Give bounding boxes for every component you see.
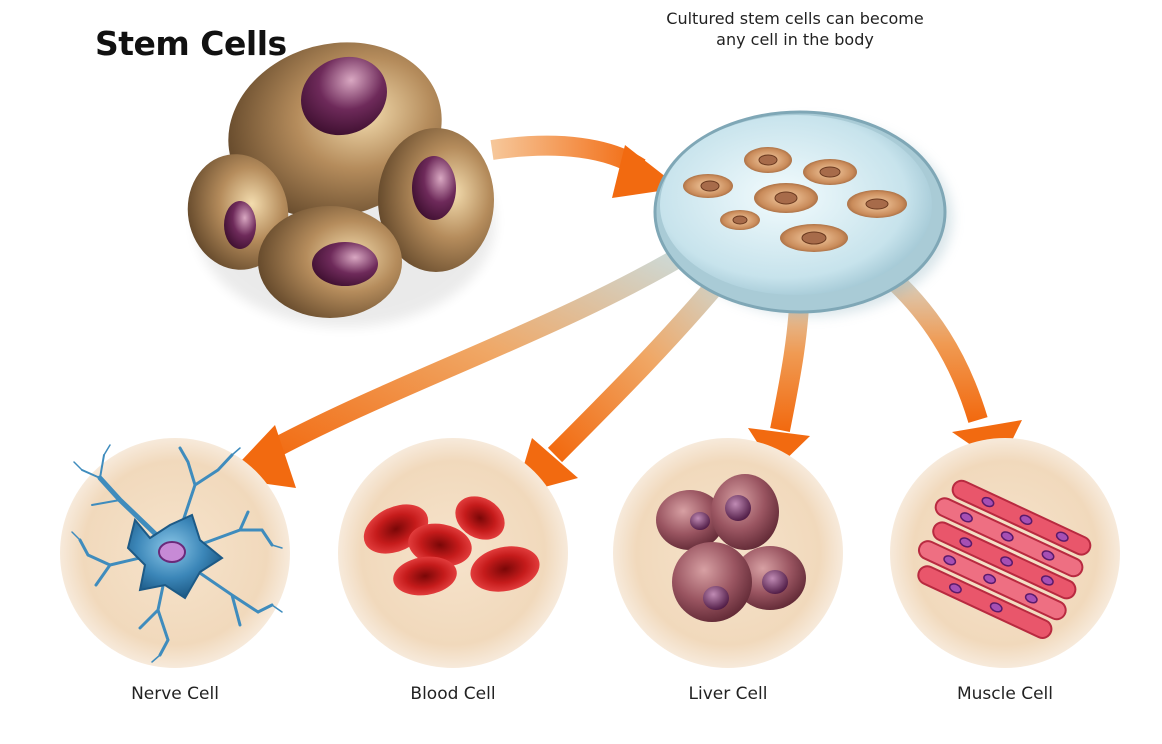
stem-nucleus: [301, 56, 387, 136]
stem-nucleus: [412, 156, 456, 220]
stem-cell-cluster: [187, 42, 495, 327]
muscle-cell-illustration: [917, 479, 1092, 639]
arrow-to-muscle-cell: [873, 260, 1022, 465]
petri-dish: [653, 100, 952, 316]
blood-cell-label: Blood Cell: [410, 684, 496, 704]
cultured-cells: [683, 147, 907, 252]
dish-caption: Cultured stem cells can become any cell …: [666, 9, 924, 49]
nerve-cell-illustration: [71, 444, 283, 663]
arrow-to-dish: [490, 135, 680, 198]
nerve-cell-label: Nerve Cell: [131, 684, 219, 704]
liver-cell-illustration: [656, 474, 806, 622]
diagram-title: Stem Cells: [95, 24, 287, 63]
stem-nucleus: [224, 201, 256, 249]
stem-nucleus: [312, 242, 378, 286]
muscle-cell-label: Muscle Cell: [956, 684, 1053, 704]
blood-cell-illustration: [363, 496, 540, 596]
liver-cell-label: Liver Cell: [688, 684, 768, 704]
